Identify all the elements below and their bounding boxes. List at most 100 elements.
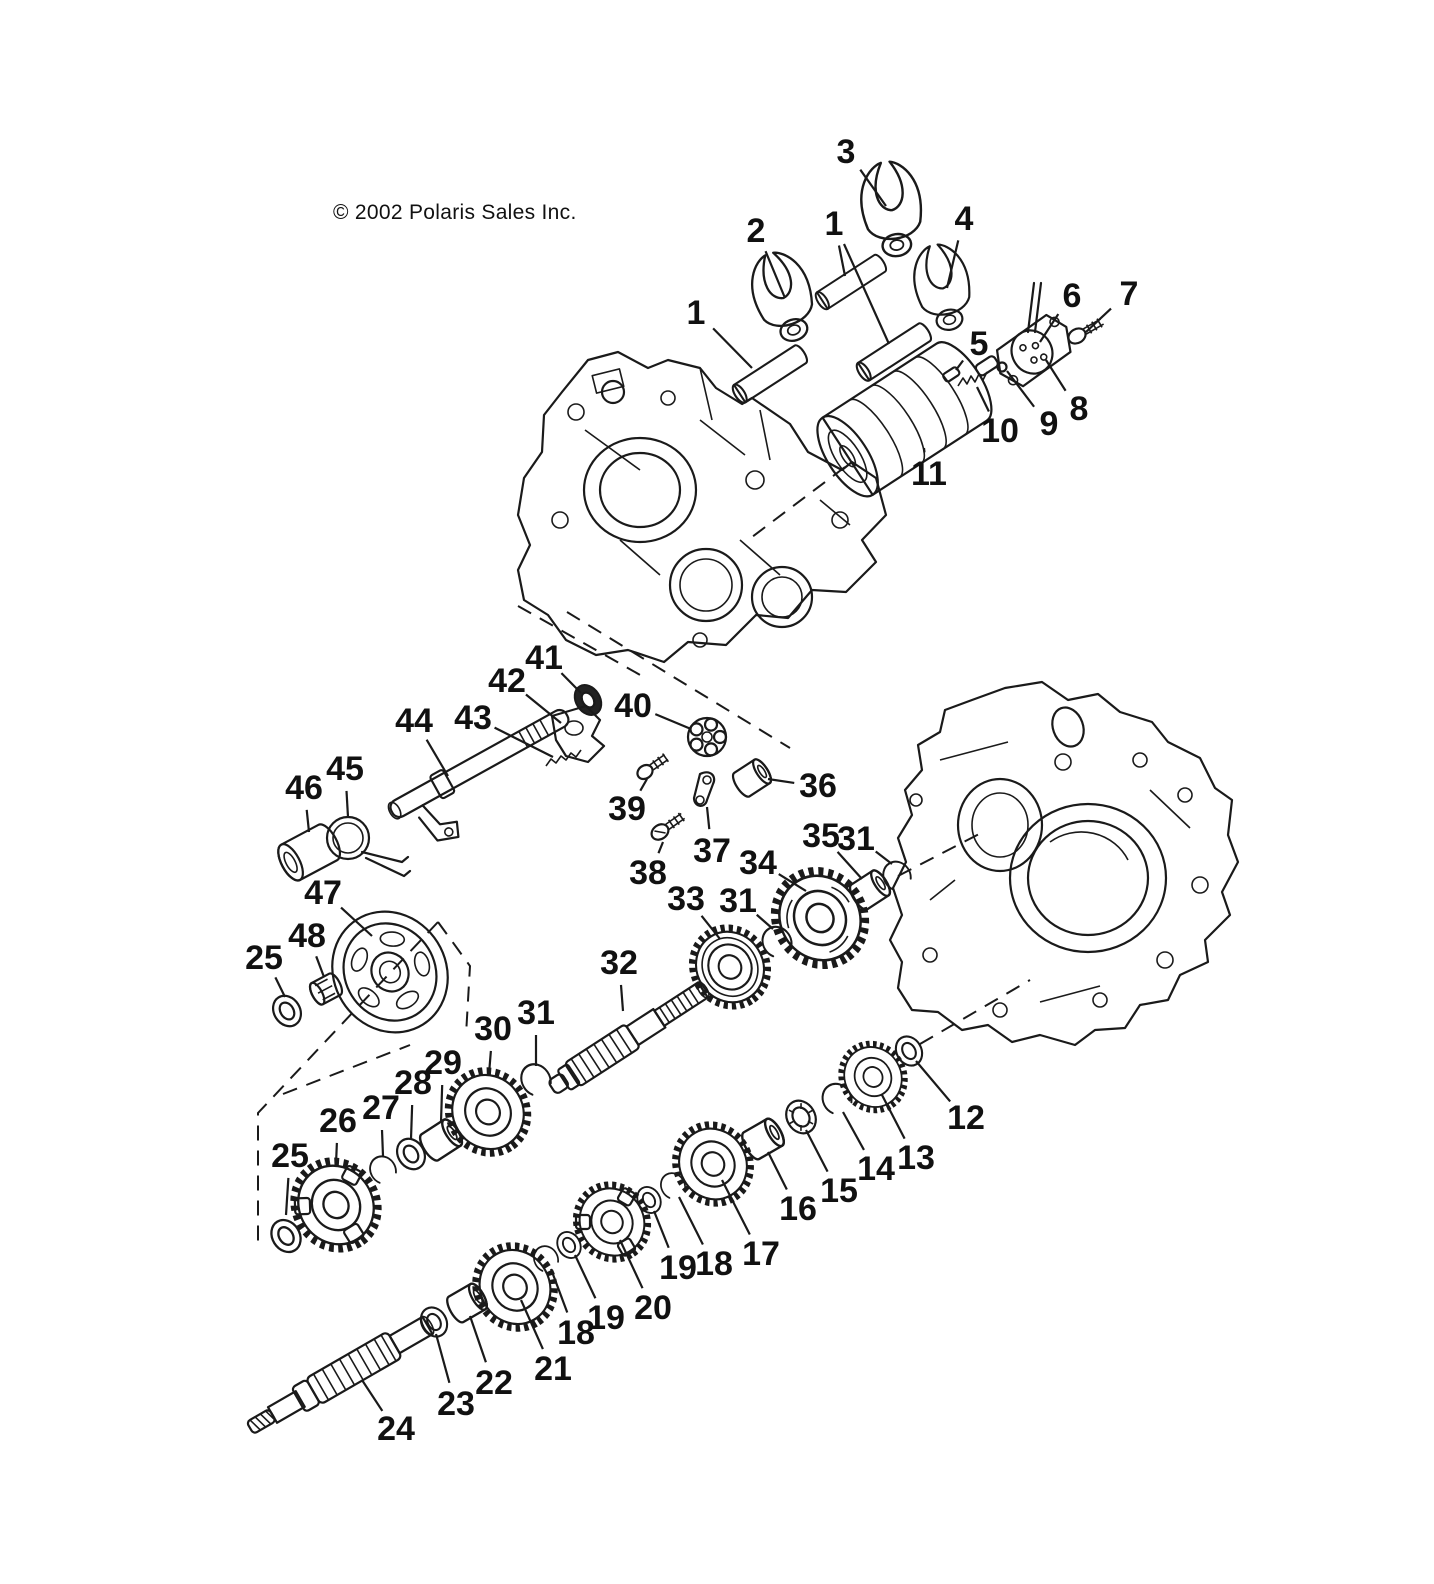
washer-12 (889, 1030, 929, 1072)
callout-31: 31 (517, 994, 555, 1032)
leader-line-26 (334, 1142, 338, 1165)
callout-41: 41 (525, 639, 563, 677)
callout-36: 36 (799, 767, 837, 805)
callout-24: 24 (377, 1410, 415, 1448)
callout-25: 25 (245, 939, 283, 977)
callout-43: 43 (454, 699, 492, 737)
callout-7: 7 (1120, 275, 1139, 313)
callout-38: 38 (629, 854, 667, 892)
callout-9: 9 (1040, 405, 1059, 443)
leader-line-21 (519, 1299, 544, 1350)
leader-line-45 (345, 790, 350, 818)
leader-line-8 (1045, 359, 1067, 392)
bushing-46 (277, 823, 342, 882)
callout-19: 19 (587, 1299, 625, 1337)
leader-line-36 (767, 777, 795, 785)
leader-line-39 (639, 778, 648, 792)
plate-42 (550, 704, 606, 764)
callout-26: 26 (319, 1102, 357, 1140)
callout-29: 29 (424, 1044, 462, 1082)
gear-26 (278, 1145, 395, 1264)
leader-line-10 (976, 386, 990, 412)
gear-21 (461, 1231, 570, 1342)
switch-assembly-6 (995, 313, 1072, 388)
callout-40: 40 (614, 687, 652, 725)
callout-44: 44 (395, 702, 433, 740)
gear-33 (678, 914, 783, 1021)
leader-line-46 (305, 809, 311, 833)
callout-14: 14 (857, 1150, 895, 1188)
gear-17 (661, 1111, 765, 1217)
callout-2: 2 (747, 212, 766, 250)
upper-crankcase-half (516, 350, 888, 664)
leader-line-38 (657, 841, 665, 854)
leader-line-7 (1085, 307, 1112, 333)
leader-line-22 (468, 1315, 487, 1363)
callout-22: 22 (475, 1364, 513, 1402)
leader-line-1 (842, 243, 891, 345)
shift-fork-2 (741, 244, 825, 350)
snap-ring-31c (876, 855, 915, 893)
lock-washer-14 (815, 1077, 856, 1116)
callout-47: 47 (304, 874, 342, 912)
leader-line-16 (767, 1151, 788, 1191)
callout-1: 1 (687, 294, 706, 332)
leader-line-2 (764, 250, 787, 299)
callout-46: 46 (285, 769, 323, 807)
callout-30: 30 (474, 1010, 512, 1048)
drive-wheel-47 (331, 910, 449, 1034)
washer-28 (390, 1132, 432, 1176)
callout-23: 23 (437, 1385, 475, 1423)
circlip-18b (655, 1167, 689, 1201)
detent-pin-5 (942, 366, 961, 383)
leader-line-29 (439, 1084, 444, 1123)
callout-31: 31 (719, 882, 757, 920)
callout-48: 48 (288, 917, 326, 955)
callout-39: 39 (608, 790, 646, 828)
leader-line-40 (654, 713, 692, 731)
washer-25b (264, 1213, 308, 1259)
callout-18: 18 (695, 1245, 733, 1283)
callout-3: 3 (837, 133, 856, 171)
callout-5: 5 (970, 325, 989, 363)
callout-25: 25 (271, 1137, 309, 1175)
bushing-36 (728, 755, 776, 801)
callout-34: 34 (739, 844, 777, 882)
callout-27: 27 (362, 1089, 400, 1127)
leader-line-35 (836, 851, 863, 880)
leader-line-14 (842, 1111, 865, 1151)
leader-line-25 (284, 1177, 290, 1216)
splined-washer-15 (785, 1099, 817, 1135)
callout-19: 19 (659, 1249, 697, 1287)
leader-line-28 (409, 1104, 414, 1140)
leader-line-48 (315, 955, 326, 978)
callout-28: 28 (394, 1064, 432, 1102)
leader-line-33 (700, 915, 721, 940)
callout-33: 33 (667, 880, 705, 918)
callout-15: 15 (820, 1172, 858, 1210)
leader-line-31 (875, 850, 893, 865)
leader-line-43 (494, 726, 554, 758)
callout-31: 31 (837, 820, 875, 858)
countershaft-32 (548, 981, 710, 1094)
leader-line-19 (574, 1254, 597, 1299)
leader-line-47 (340, 906, 373, 937)
callout-13: 13 (897, 1139, 935, 1177)
callout-21: 21 (534, 1350, 572, 1388)
callout-4: 4 (955, 200, 974, 238)
star-cam-40 (686, 716, 728, 758)
washer-25a (266, 989, 308, 1033)
callout-18: 18 (557, 1314, 595, 1352)
arm-37 (692, 771, 716, 807)
shift-fork-4 (906, 238, 979, 337)
input-shaft-24 (246, 1315, 435, 1434)
leader-line-25 (274, 976, 286, 998)
leader-line-3 (859, 169, 887, 207)
bolt-38 (650, 812, 686, 841)
leader-line-44 (425, 739, 449, 777)
callout-1: 1 (825, 205, 844, 243)
leader-line-18 (549, 1268, 569, 1313)
detent-spring-10 (957, 371, 988, 387)
lower-crankcase-half (888, 680, 1240, 1047)
